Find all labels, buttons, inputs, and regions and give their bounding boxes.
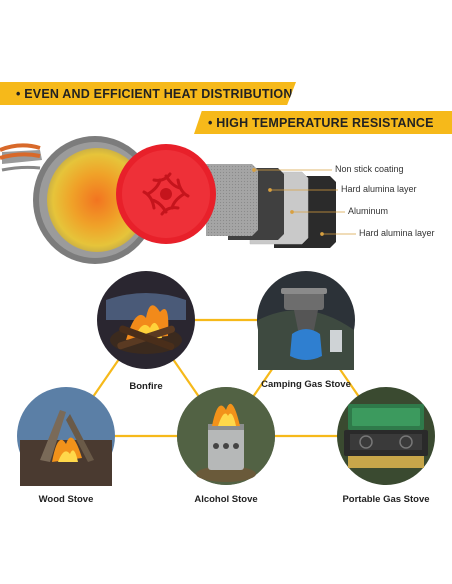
label-portable-gas-stove: Portable Gas Stove	[342, 494, 430, 505]
layer-label-aluminum: Aluminum	[348, 206, 389, 216]
layer-leader-lines	[252, 168, 356, 236]
bonfire-image	[97, 271, 195, 369]
label-camping-gas-stove: Camping Gas Stove	[261, 379, 351, 390]
layer-label-non-stick: Non stick coating	[335, 164, 404, 174]
portable-gas-stove-image	[337, 387, 435, 485]
layer-sheets	[206, 164, 336, 248]
layer-label-hard-alumina-top: Hard alumina layer	[341, 184, 417, 194]
banner-resistance-text: • HIGH TEMPERATURE RESISTANCE	[208, 115, 434, 130]
label-bonfire: Bonfire	[129, 381, 163, 392]
camping-gas-stove-image	[257, 271, 355, 370]
alcohol-stove-image	[177, 387, 275, 485]
layer-label-hard-alumina-bottom: Hard alumina layer	[359, 228, 435, 238]
layer-non-stick-coating	[206, 164, 258, 236]
label-wood-stove: Wood Stove	[38, 494, 94, 505]
banner-temperature-resistance: • HIGH TEMPERATURE RESISTANCE	[194, 111, 452, 134]
wood-stove-image	[17, 387, 115, 486]
heat-disc	[116, 144, 216, 244]
banner-heat-distribution: • EVEN AND EFFICIENT HEAT DISTRIBUTION	[0, 82, 296, 105]
banner-heat-text: • EVEN AND EFFICIENT HEAT DISTRIBUTION	[16, 86, 293, 101]
pan-handle	[0, 143, 42, 172]
label-alcohol-stove: Alcohol Stove	[194, 494, 258, 505]
